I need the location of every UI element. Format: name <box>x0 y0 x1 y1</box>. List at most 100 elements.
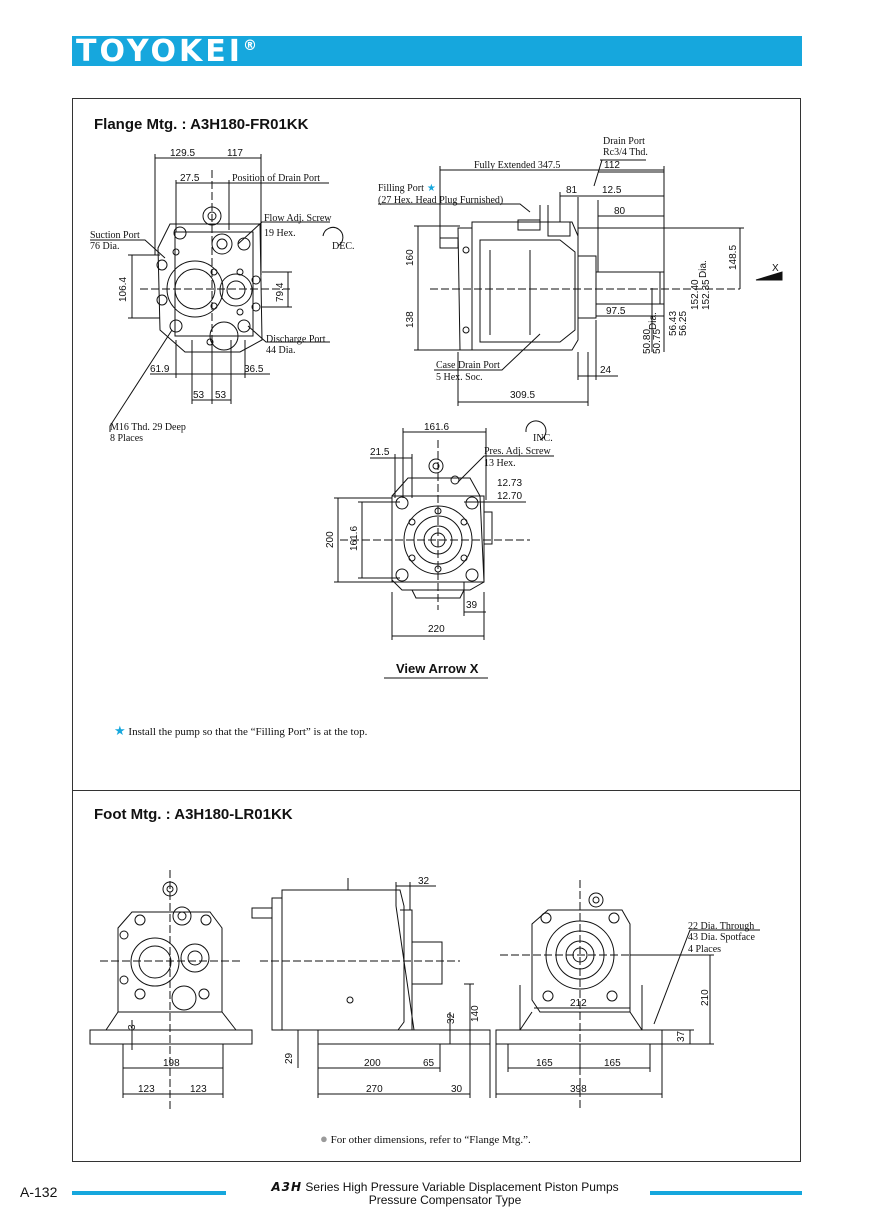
footer-line-right <box>650 1191 802 1195</box>
dim-37: 37 <box>676 1030 687 1042</box>
dim-161-6-side: 161.6 <box>349 526 360 551</box>
label-suction: Suction Port <box>90 230 140 241</box>
foot-title: Foot Mtg. : A3H180-LR01KK <box>94 806 293 823</box>
dim-12-5: 12.5 <box>602 185 622 196</box>
dim-53b: 53 <box>215 390 227 401</box>
flange-side-dims <box>378 159 783 406</box>
dim-138: 138 <box>405 311 416 328</box>
dim-56-25: 56.25 <box>678 311 689 336</box>
dim-56-43: 56.43 <box>668 311 679 336</box>
dim-161-6-top: 161.6 <box>424 422 449 433</box>
dim-152-40: 152.40 <box>690 279 701 310</box>
dim-198: 198 <box>163 1058 180 1069</box>
label-x: X <box>772 263 779 274</box>
dim-27-5: 27.5 <box>180 173 200 184</box>
dec-arrow-icon <box>322 226 344 247</box>
dim-79-4: 79.4 <box>275 282 286 302</box>
dim-210: 210 <box>700 989 711 1006</box>
label-drain-size: Rc3/4 Thd. <box>603 147 648 158</box>
dim-123a: 123 <box>138 1084 155 1095</box>
inc-arrow-icon <box>525 420 547 441</box>
label-pres-adj: Pres. Adj. Screw <box>484 446 551 457</box>
dim-3: 3 <box>127 1024 138 1030</box>
dim-220: 220 <box>428 624 445 635</box>
label-places: 4 Places <box>688 944 721 955</box>
dim-212: 212 <box>570 998 587 1009</box>
dim-81: 81 <box>566 185 578 196</box>
dim-32-side: 32 <box>446 1012 457 1024</box>
series-logo: A3H <box>271 1180 303 1194</box>
dim-165b: 165 <box>604 1058 621 1069</box>
label-case-drain-size: 5 Hex. Soc. <box>436 372 483 383</box>
label-m16: M16 Thd. 29 Deep <box>110 422 186 433</box>
view-arrow-x-drawing <box>340 440 530 610</box>
dim-129-5: 129.5 <box>170 148 195 159</box>
foot-front-dims <box>122 1020 224 1098</box>
dim-21-5: 21.5 <box>370 447 390 458</box>
foot-note: ● For other dimensions, refer to “Flange… <box>320 1131 531 1146</box>
dim-270: 270 <box>366 1084 383 1095</box>
foot-side-view <box>251 878 491 1045</box>
dim-12-70: 12.70 <box>497 491 522 502</box>
dim-32-top: 32 <box>418 876 430 887</box>
foot-side-dims <box>297 882 491 1098</box>
label-flow-size: 19 Hex. <box>264 228 296 239</box>
dim-117: 117 <box>227 148 243 159</box>
install-note: ★ Install the pump so that the “Filling … <box>114 723 368 738</box>
dim-165a: 165 <box>536 1058 553 1069</box>
label-suction-size: 76 Dia. <box>90 241 119 252</box>
dim-50-80: 50.80 <box>642 329 653 354</box>
view-arrow-x-dims <box>334 428 554 679</box>
dim-61-9: 61.9 <box>150 364 170 375</box>
dim-106-4: 106.4 <box>118 277 129 302</box>
dim-200-x: 200 <box>325 531 336 548</box>
dim-30: 30 <box>451 1084 463 1095</box>
dim-309-5: 309.5 <box>510 390 535 401</box>
label-dia-b: Dia. <box>648 312 659 330</box>
footer-line-left <box>72 1191 226 1195</box>
dim-152-35: 152.35 <box>701 279 712 310</box>
page-number: A-132 <box>20 1184 58 1200</box>
flange-front-view <box>140 170 290 400</box>
label-inc: INC. <box>533 433 553 444</box>
label-drain-port: Drain Port <box>603 136 645 147</box>
label-m16-places: 8 Places <box>110 433 143 444</box>
dim-140: 140 <box>470 1005 481 1022</box>
dim-80: 80 <box>614 206 626 217</box>
dim-36-5: 36.5 <box>244 364 264 375</box>
drawing-frame <box>72 98 801 1162</box>
dim-148-5: 148.5 <box>728 245 739 270</box>
bullet-icon: ● <box>320 1131 328 1146</box>
dim-97-5: 97.5 <box>606 306 626 317</box>
label-position-drain: Position of Drain Port <box>232 173 320 184</box>
label-filling-size: (27 Hex. Head Plug Furnished) <box>378 195 503 206</box>
dim-12-73: 12.73 <box>497 478 522 489</box>
label-pres-size: 13 Hex. <box>484 458 516 469</box>
flange-front-dims <box>90 154 330 432</box>
dim-29: 29 <box>284 1052 295 1064</box>
dim-123b: 123 <box>190 1084 207 1095</box>
dim-112: 112 <box>604 160 620 171</box>
dim-160: 160 <box>405 249 416 266</box>
label-fully-extended: Fully Extended 347.5 <box>474 160 560 171</box>
footer-series: A3H Series High Pressure Variable Displa… <box>271 1180 619 1207</box>
label-case-drain: Case Drain Port <box>436 360 500 371</box>
dim-65: 65 <box>423 1058 435 1069</box>
label-discharge-size: 44 Dia. <box>266 345 295 356</box>
brand-bar: TOYOKEI® <box>72 34 802 69</box>
star-icon: ★ <box>114 723 126 738</box>
foot-rear-view <box>495 880 663 1110</box>
section-divider <box>72 790 801 791</box>
brand-logo: TOYOKEI® <box>76 34 260 69</box>
label-filling-port: Filling Port★ <box>378 183 436 194</box>
label-spotface: 43 Dia. Spotface <box>688 932 755 943</box>
label-discharge: Discharge Port <box>266 334 326 345</box>
foot-rear-dims <box>495 929 760 1098</box>
label-through: 22 Dia. Through <box>688 921 754 932</box>
dim-53a: 53 <box>193 390 205 401</box>
dim-39: 39 <box>466 600 478 611</box>
flange-side-view <box>430 205 740 351</box>
dim-200-foot: 200 <box>364 1058 381 1069</box>
dim-24: 24 <box>600 365 612 376</box>
